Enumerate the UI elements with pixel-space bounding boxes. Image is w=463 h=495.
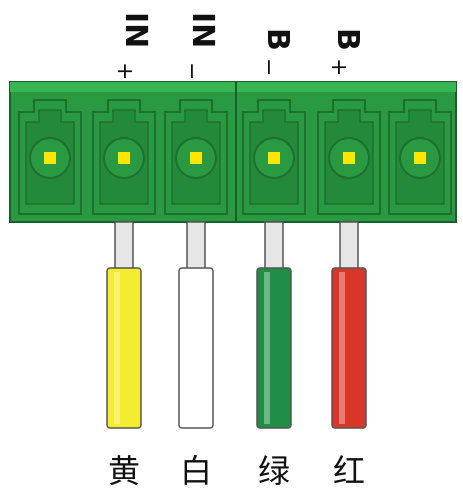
wire-stub [186, 221, 206, 271]
pin-label-3: B [260, 28, 295, 51]
wire-insulation [331, 267, 367, 429]
wire-label-red: 红 [333, 452, 365, 490]
wire-insulation [178, 267, 214, 429]
terminal-block [9, 81, 457, 223]
terminal-slot-2 [92, 99, 156, 215]
pin-label-2-sign: − [179, 62, 204, 80]
wire-white [178, 221, 214, 429]
pin-label-3-sign: − [256, 58, 281, 76]
pin-label-4-sign: + [326, 58, 351, 76]
wire-highlight [264, 272, 270, 424]
wire-yellow [106, 221, 142, 429]
pin-labels: IN + IN − B − B + [112, 12, 365, 80]
terminal-slot-4 [242, 99, 306, 215]
wire-highlight [339, 272, 345, 424]
wire-stub [339, 221, 359, 271]
wire-highlight [186, 272, 192, 424]
wire-label-yellow: 黄 [108, 452, 140, 490]
wire-label-green: 绿 [258, 452, 290, 490]
terminal-slot-1 [18, 99, 82, 215]
wire-stub [264, 221, 284, 271]
pin-label-4: B [330, 28, 365, 51]
wire-label-white: 白 [180, 452, 212, 490]
pin-label-1-sign: + [112, 62, 137, 80]
wires [106, 221, 367, 429]
wire-highlight [114, 272, 120, 424]
terminal-contact [190, 152, 202, 164]
wire-green [256, 221, 292, 429]
terminal-slot-3 [164, 99, 228, 215]
wire-labels: 黄 白 绿 红 [108, 452, 365, 490]
terminal-block-body [9, 81, 457, 223]
terminal-contact [118, 152, 130, 164]
pin-label-1: IN [118, 12, 153, 48]
terminal-block-top-edge [10, 82, 456, 92]
terminal-slots [18, 99, 452, 215]
terminal-contact [343, 152, 355, 164]
terminal-contact [268, 152, 280, 164]
pin-label-2: IN [185, 12, 220, 48]
terminal-slot-5 [317, 99, 381, 215]
terminal-slot-6 [388, 99, 452, 215]
wire-red [331, 221, 367, 429]
terminal-contact [44, 152, 56, 164]
wire-stub [114, 221, 134, 271]
wire-insulation [106, 267, 142, 429]
terminal-contact [414, 152, 426, 164]
wire-insulation [256, 267, 292, 429]
